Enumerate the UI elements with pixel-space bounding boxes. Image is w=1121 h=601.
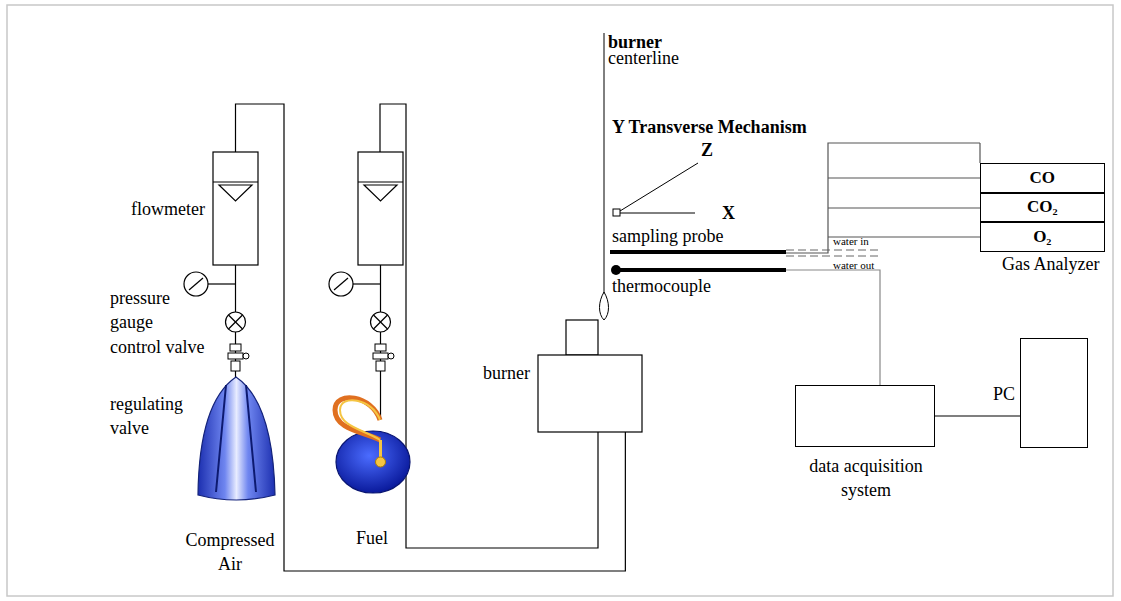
part-label: regulating valve (110, 392, 188, 440)
fuel-cylinder (336, 431, 410, 493)
node-label: O₂ (1033, 227, 1051, 247)
part-label: Y Transverse Mechanism (612, 117, 807, 137)
sampling-probe (610, 250, 786, 254)
frame (7, 5, 1113, 596)
part-label: Fuel (356, 528, 388, 548)
connector-line (935, 415, 1020, 416)
control-valve-symbol (226, 312, 391, 332)
part-label: Compressed Air (180, 528, 280, 576)
centerline (604, 33, 605, 312)
analyzer-cell: CO (980, 163, 1105, 193)
daq-box: data acquisition system (795, 385, 935, 447)
thermocouple-wire (786, 270, 880, 385)
part-label: X (722, 203, 735, 223)
part-label: sampling probe (612, 226, 723, 246)
regulating-valve-symbol (228, 344, 394, 371)
node-label: data acquisition system (791, 454, 941, 502)
flame (600, 292, 609, 320)
burner-box: burner (538, 355, 642, 432)
fuel-valve (376, 457, 386, 467)
connector-line (935, 416, 1020, 417)
flowmeter-box: flowmeter (213, 152, 258, 265)
node-label: burner (483, 363, 530, 383)
fuel-hose (335, 398, 380, 440)
fuel-hose (340, 400, 380, 440)
analyzer-cell: O₂ (980, 222, 1105, 252)
part-label: centerline (608, 48, 679, 68)
node-label: flowmeter (131, 199, 205, 219)
node-label: PC (993, 384, 1015, 404)
connector-line (236, 104, 626, 571)
part-label: pressure gauge (110, 286, 188, 334)
air-cylinder (216, 385, 256, 492)
node-label: CO (1030, 168, 1056, 188)
pressure-gauge-symbol (184, 272, 353, 296)
sample-line (786, 143, 980, 253)
fuel-line (380, 104, 598, 548)
thermocouple-rod (616, 268, 786, 272)
part-label: thermocouple (612, 276, 711, 296)
traverse-axes (613, 163, 698, 216)
flowmeter-symbol (213, 152, 403, 265)
burner-body (538, 320, 642, 432)
pc-box: PC (1020, 338, 1088, 448)
part-label: water in (833, 235, 869, 248)
connector-line (236, 104, 626, 571)
thermocouple-tip (611, 265, 621, 275)
sample-line (828, 143, 980, 237)
part-label: Z (701, 140, 713, 160)
node-label: CO₂ (1027, 197, 1058, 217)
part-label: water out (833, 259, 874, 272)
analyzer-cell: CO₂ (980, 193, 1105, 222)
part-label: control valve (110, 337, 204, 357)
air-cylinder (198, 377, 275, 500)
part-label: Gas Analyzer (1002, 254, 1099, 274)
